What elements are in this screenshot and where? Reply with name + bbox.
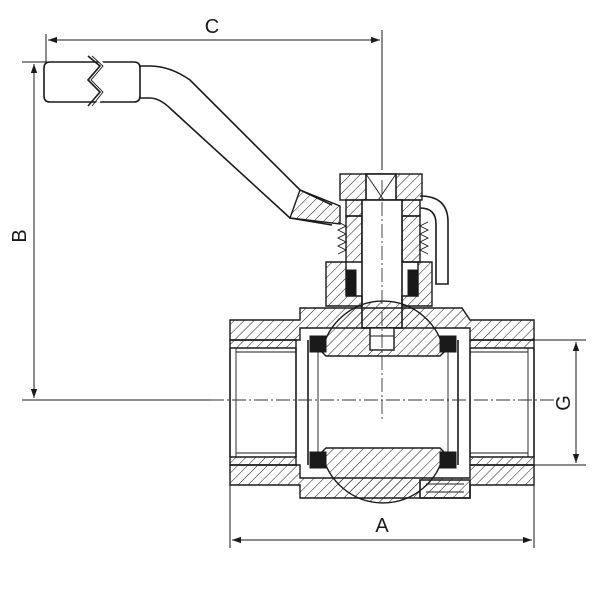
dimension-b: B — [9, 61, 220, 401]
dimension-b-label: B — [9, 229, 31, 242]
dimension-g-label: G — [553, 395, 575, 411]
dimension-a: A — [229, 470, 535, 548]
dimension-c: C — [45, 16, 383, 170]
seats — [309, 335, 457, 469]
bonnet-right — [401, 261, 433, 307]
stem-assembly — [325, 173, 449, 329]
lever-handle — [43, 55, 341, 226]
dimension-c-label: C — [205, 16, 219, 38]
bonnet-left — [325, 261, 363, 307]
dimension-a-label: A — [375, 515, 389, 537]
ball — [321, 300, 445, 504]
centerlines — [210, 180, 560, 420]
